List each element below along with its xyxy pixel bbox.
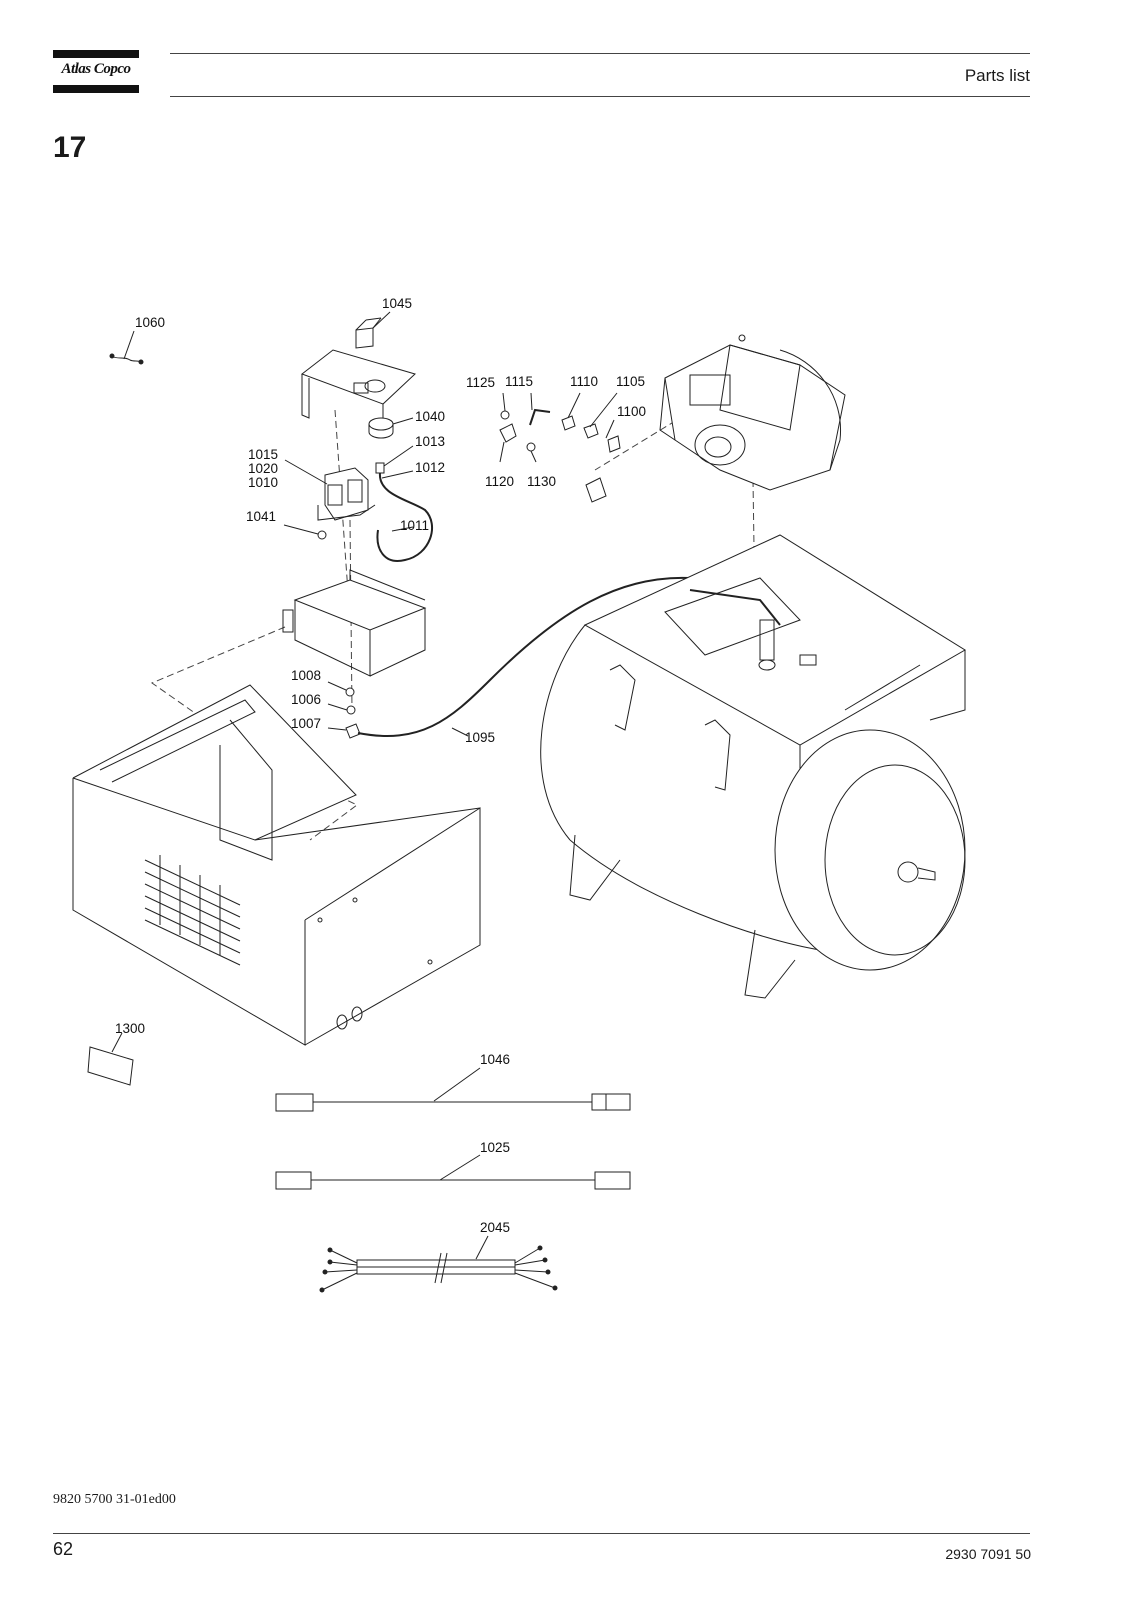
- part-1012-tube: [375, 445, 434, 562]
- part-1008-fittings: [327, 681, 361, 739]
- part-compressor-pump: [659, 334, 846, 491]
- callout-2045: 2045: [480, 1220, 510, 1235]
- part-electrical-box: [282, 569, 427, 677]
- callout-1125: 1125: [466, 375, 495, 390]
- part-air-receiver-tank: [540, 534, 966, 999]
- callout-1041: 1041: [246, 509, 276, 524]
- part-2045-harness: [319, 1235, 558, 1293]
- callout-1010: 1010: [248, 475, 278, 490]
- part-1045-cube: [355, 311, 391, 349]
- logo-wordmark: Atlas Copco: [61, 61, 131, 77]
- page-number: 62: [53, 1539, 74, 1559]
- callout-1013: 1013: [415, 434, 445, 449]
- callout-1025: 1025: [480, 1140, 510, 1155]
- part-number: 2930 7091 50: [945, 1546, 1031, 1562]
- callout-1110: 1110: [570, 374, 598, 389]
- section-number: 17: [53, 131, 87, 164]
- logo-bar-bottom: [53, 85, 139, 93]
- part-fittings-row: [499, 392, 621, 503]
- callout-1300: 1300: [115, 1021, 145, 1036]
- callout-1007: 1007: [291, 716, 321, 731]
- callout-labels: 1060 1045 1040 1013 1012 1015 1020 1010 …: [115, 296, 646, 1235]
- header-rule-bottom: [170, 96, 1030, 97]
- callout-1095: 1095: [465, 730, 495, 745]
- part-1040-gauge: [368, 417, 414, 439]
- callout-1046: 1046: [480, 1052, 510, 1067]
- callout-1060: 1060: [135, 315, 165, 330]
- part-1025-cable: [275, 1154, 631, 1190]
- callout-1040: 1040: [415, 409, 445, 424]
- part-bracket-plate: [300, 349, 416, 419]
- callout-1011: 1011: [400, 518, 429, 533]
- cabinet-vent-louvres: [144, 855, 241, 966]
- callout-1020: 1020: [248, 461, 278, 476]
- logo-bar-top: [53, 50, 139, 58]
- callout-1012: 1012: [415, 460, 445, 475]
- part-1015-pressure-switch: [284, 459, 376, 521]
- part-1046-cable: [275, 1067, 631, 1112]
- callout-1008: 1008: [291, 668, 321, 683]
- callout-1100: 1100: [617, 404, 646, 419]
- callout-1130: 1130: [527, 474, 556, 489]
- callout-1045: 1045: [382, 296, 412, 311]
- part-1060-cable-tie: [109, 330, 144, 365]
- footer-rule: [53, 1533, 1030, 1534]
- callout-1015: 1015: [248, 447, 278, 462]
- callout-1006: 1006: [291, 692, 321, 707]
- part-1041-screw: [283, 524, 327, 540]
- document-code: 9820 5700 31-01ed00: [53, 1492, 176, 1507]
- callout-1115: 1115: [505, 374, 533, 389]
- header-rule-top: [170, 53, 1030, 54]
- atlas-copco-logo: Atlas Copco: [53, 50, 139, 93]
- callout-1120: 1120: [485, 474, 514, 489]
- part-cabinet-frame: [72, 684, 481, 1046]
- header-title: Parts list: [964, 66, 1030, 85]
- part-1300-label: [87, 1032, 134, 1086]
- callout-1105: 1105: [616, 374, 645, 389]
